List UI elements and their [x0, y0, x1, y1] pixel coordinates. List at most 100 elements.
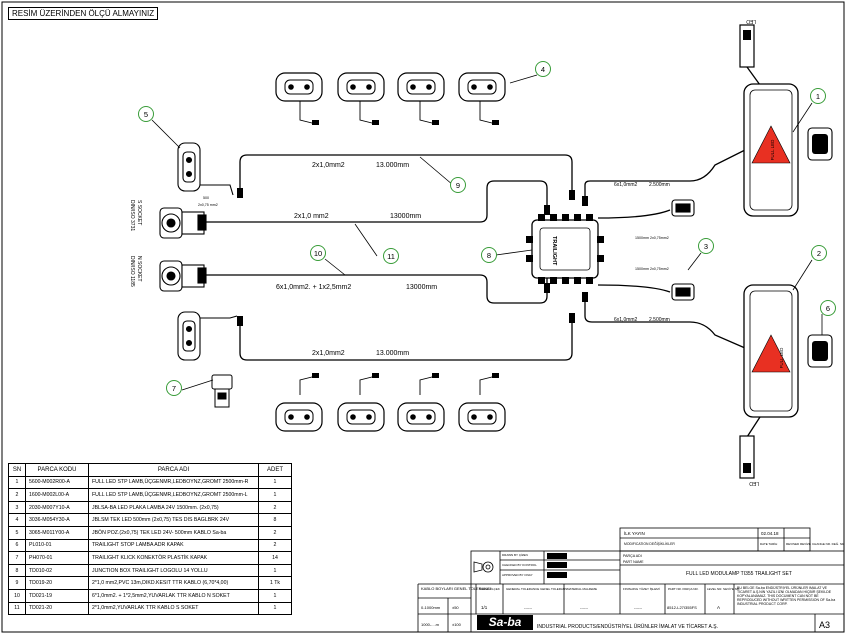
- company-name: INDUSTRIAL PRODUCTS/ENDÜSTRİYEL ÜRÜNLER …: [537, 623, 718, 630]
- sheet-size: A3: [819, 620, 830, 630]
- full-led-label-b: FULL LED: [779, 347, 784, 369]
- balloon-11: [383, 248, 399, 264]
- lamp-pigtails: [299, 100, 497, 395]
- material-value: ------: [580, 605, 589, 610]
- cable-upper-length: 13.000mm: [376, 162, 409, 169]
- balloon-4: [535, 61, 551, 77]
- n-socket-label: N SOCKET: [136, 256, 142, 282]
- callout-leaders: [151, 74, 823, 391]
- balloon-11-label: 11: [387, 252, 395, 261]
- bom-qty: 1: [258, 601, 292, 616]
- checked-by-label: CHECKED BY KONTROL: [502, 563, 537, 567]
- position-lamp-top: [177, 142, 234, 196]
- led-bottom-label: LED: [749, 480, 759, 486]
- cable-mid-spec: 2x1,0 mm2: [294, 213, 329, 220]
- level-label: LEVEL NR. SEVİYE NR.: [707, 586, 740, 591]
- balloon-5-label: 5: [144, 110, 148, 119]
- scale-label: SCALE ÖLÇEK: [479, 587, 500, 591]
- bom-part-name: 2*1,0mm2,YUVARLAK TTR KABLO S SOKET: [88, 601, 259, 616]
- n-socket: [159, 260, 207, 292]
- bom-qty: 2: [258, 525, 292, 540]
- cable-lower-length: 13.000mm: [376, 350, 409, 357]
- junction-box-label: TRAILIGHT: [551, 236, 557, 266]
- part-name-label-en: PART NAME: [623, 560, 644, 564]
- harness-connectors: [237, 120, 588, 378]
- cable-mid-length: 13000mm: [390, 213, 421, 220]
- cable-tolerance-label: KABLO BOYLARI GENEL TOLERANSI: [421, 586, 491, 591]
- approved-by-label: APPROVED BY ONAY: [502, 573, 533, 577]
- tolerance-row2-range: 1000-....m: [421, 622, 440, 627]
- balloon-5: [138, 106, 154, 122]
- stop-cable-2: 1500mm 2x0,75mm2: [635, 267, 669, 271]
- legal-notice: BU BELGE Sa-ba ENDÜSTRİYEL ÜRÜNLER İMALA…: [737, 586, 836, 607]
- balloon-7: [166, 380, 182, 396]
- balloon-10: [310, 245, 326, 261]
- junction-box: [526, 214, 604, 284]
- scale-value: 1/1: [481, 605, 488, 610]
- balloon-10-label: 10: [314, 249, 322, 258]
- balloon-8: [481, 247, 497, 263]
- balloon-1: [810, 88, 826, 104]
- tail-lamp-left: [739, 284, 833, 479]
- part-number-value: 8512-L27I355FS: [667, 605, 697, 610]
- tolerance-row1-range: 0-1000mm: [421, 605, 441, 610]
- lamp-cable-bottom-length: 2.500mm: [649, 317, 670, 323]
- led-top-label: LED: [746, 18, 756, 24]
- date-header: DATE TARİH: [760, 541, 777, 546]
- click-cover: [211, 374, 233, 408]
- balloon-2: [811, 245, 827, 261]
- balloon-3: [698, 238, 714, 254]
- warning-note: RESİM ÜZERİNDEN ÖLÇÜ ALMAYINIZ: [8, 7, 159, 20]
- revision-date: 02.04.18: [761, 531, 779, 536]
- balloon-6: [820, 300, 836, 316]
- stop-cable-1: 1500mm 2x0,75mm2: [635, 236, 669, 240]
- finishing-value: ------: [634, 605, 643, 610]
- cable-routing: [205, 149, 746, 361]
- drawn-by-label: DRAWN BY ÇİZEN: [502, 552, 528, 557]
- balloon-1-label: 1: [816, 92, 820, 101]
- finishing-label: FINISHING YÜZEY İŞLEMİ: [623, 586, 660, 591]
- general-tolerance-value: ------: [524, 605, 533, 610]
- cable-lower-spec: 2x1,0mm2: [312, 350, 345, 357]
- level-value: A: [717, 605, 720, 610]
- change-header: CHANGE NR. DEĞ. NR: [812, 541, 845, 546]
- balloon-7-label: 7: [172, 384, 176, 393]
- modification-header: MODIFICATION DEĞİŞİKLİKLER: [624, 541, 675, 546]
- balloon-4-label: 4: [541, 65, 545, 74]
- balloon-6-label: 6: [826, 304, 830, 313]
- s-socket-label: S SOCKET: [136, 200, 142, 225]
- tolerance-row2-value: ±100: [452, 622, 462, 627]
- cable-6x-spec: 6x1,0mm2. + 1x2,5mm2: [276, 284, 351, 291]
- lamp-cable-top-length: 2.500mm: [649, 182, 670, 188]
- part-name-label: PARÇA ADI: [623, 554, 642, 558]
- position-lamp-bottom: [177, 311, 238, 361]
- cable-upper-spec: 2x1,0mm2: [312, 162, 345, 169]
- plate-lamps: [671, 199, 695, 301]
- part-number-label: PART NR. PARÇA NR.: [668, 587, 699, 591]
- material-label: MATERIAL MALZEME: [567, 587, 597, 591]
- plate-cable-spec: 2x0,75 mm2: [198, 203, 218, 207]
- full-led-label-a: FULL LED: [770, 139, 775, 161]
- lamp-cable-bottom-spec: 6x1,0mm2: [614, 317, 638, 323]
- plate-cable-length: 500: [203, 196, 209, 200]
- projection-symbol: [473, 561, 494, 573]
- company-logo: Sa-ba: [477, 615, 533, 630]
- n-socket-code: DIN/ISO 1185: [129, 256, 135, 287]
- general-tolerance-label: GENERAL TOLERANCE GENEL TOLERANS: [506, 587, 567, 591]
- cable-6x-length: 13000mm: [406, 284, 437, 291]
- balloon-9-label: 9: [456, 181, 460, 190]
- revised-header: REVISED REVİZE: [786, 541, 811, 546]
